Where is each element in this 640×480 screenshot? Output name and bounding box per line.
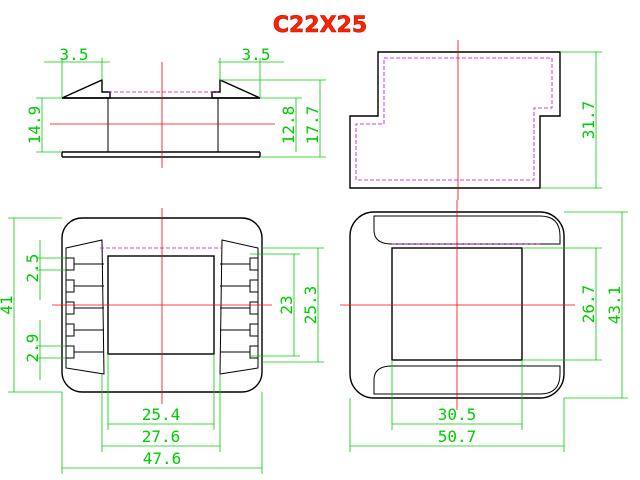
side-view (50, 62, 275, 168)
dim-pin-width: 2.9 (23, 334, 42, 363)
dim-window-h: 26.7 (579, 285, 598, 324)
base-view (340, 200, 575, 410)
dim-outer-height: 17.7 (303, 106, 322, 145)
dim-inner-height: 12.8 (279, 106, 298, 145)
dim-top-right-flange: 3.5 (242, 45, 271, 64)
dim-side-height: 14.9 (25, 106, 44, 145)
dim-window-height: 25.3 (301, 286, 320, 325)
dim-pin-span: 23 (277, 295, 296, 314)
dim-core-outer: 27.6 (142, 427, 181, 446)
dim-overall-width: 47.6 (143, 449, 182, 468)
base-view-dimensions: 26.7 43.1 30.5 50.7 (349, 211, 628, 452)
dim-base-h: 43.1 (605, 286, 624, 325)
bobbin-top-view-dimensions: 41 2.5 2.9 23 25.3 25.4 27.6 47.6 (0, 217, 324, 474)
bobbin-top-view (52, 208, 272, 404)
dim-overall-height: 41 (0, 295, 16, 314)
dim-base-w: 50.7 (438, 427, 477, 446)
dim-right-height: 31.7 (579, 101, 598, 140)
dim-pin-pitch: 2.5 (23, 254, 42, 283)
drawing-title: C22X25 (273, 13, 367, 38)
side-view-dimensions: 3.5 3.5 14.9 12.8 17.7 (25, 45, 326, 158)
front-view-dimensions: 31.7 (540, 51, 602, 189)
front-view (349, 40, 561, 200)
dim-base-inner-w: 30.5 (438, 405, 477, 424)
dim-top-left-flange: 3.5 (60, 45, 89, 64)
dim-core-width: 25.4 (142, 405, 181, 424)
